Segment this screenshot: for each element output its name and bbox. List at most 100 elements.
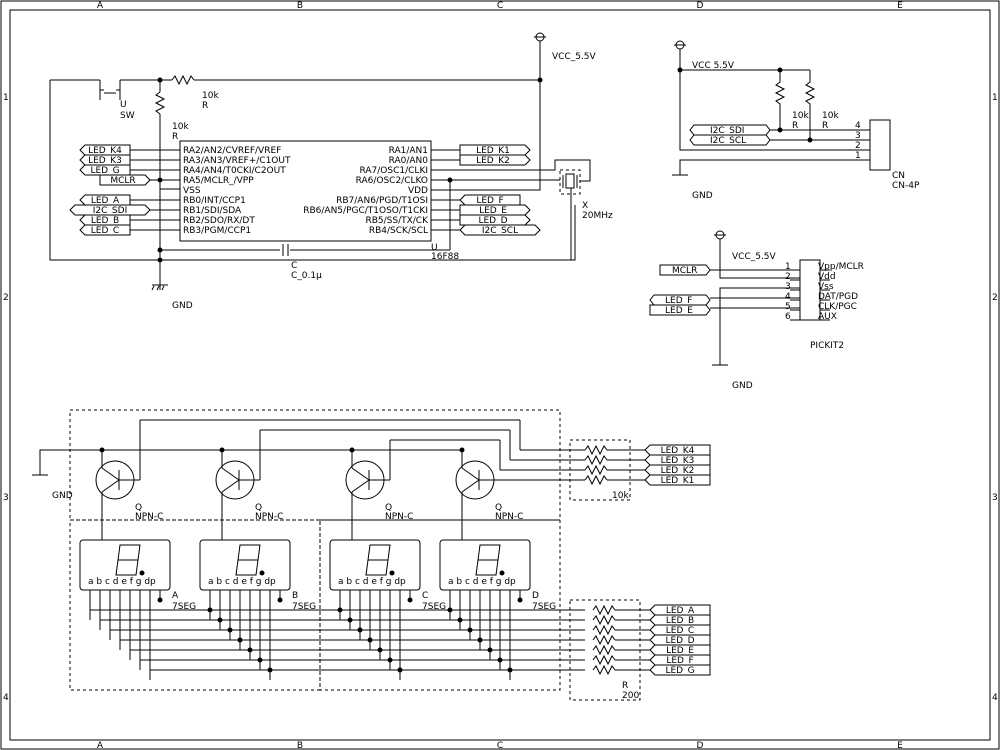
column-label: A bbox=[97, 1, 104, 11]
vcc-symbol: VCC_5.5V bbox=[534, 32, 597, 180]
resistor bbox=[584, 444, 608, 456]
connector-body[interactable] bbox=[869, 119, 891, 171]
net-label-mclr[interactable] bbox=[659, 264, 711, 276]
junction bbox=[389, 570, 395, 576]
net-label-led-a[interactable] bbox=[649, 604, 711, 616]
row-label: 1 bbox=[3, 93, 9, 103]
net-label-led-f[interactable] bbox=[649, 654, 711, 666]
junction bbox=[477, 637, 483, 643]
resistor bbox=[592, 624, 616, 636]
junction bbox=[377, 647, 383, 653]
net-label-led-k2[interactable] bbox=[459, 154, 531, 166]
mcu-section: U SW 10k R 10k R VCC_5.5V RA2/AN2/CVREF/… bbox=[49, 32, 613, 311]
crystal-value: 20MHz bbox=[582, 211, 613, 221]
cap-ref: C bbox=[291, 261, 297, 271]
wire bbox=[719, 239, 800, 279]
display-part: 7SEG bbox=[172, 602, 196, 612]
net-label-i2c-scl[interactable] bbox=[459, 224, 541, 236]
wire bbox=[565, 173, 575, 189]
mcu-pin-label: RA6/OSC2/CLKO bbox=[356, 176, 428, 186]
net-label-led-k3[interactable] bbox=[644, 454, 711, 466]
wire bbox=[79, 539, 171, 591]
resistor-scl-pullup[interactable] bbox=[804, 70, 816, 140]
resistor bbox=[592, 634, 616, 646]
transistor-ref: Q bbox=[495, 503, 502, 513]
net-label-led-b[interactable] bbox=[79, 214, 131, 226]
net-label-led-g[interactable] bbox=[649, 664, 711, 676]
junction bbox=[387, 657, 393, 663]
r-value: 10k bbox=[822, 111, 839, 121]
net-label-led-e[interactable] bbox=[459, 204, 531, 216]
wire bbox=[431, 159, 591, 182]
junction bbox=[277, 597, 283, 603]
net-label-led-b[interactable] bbox=[649, 614, 711, 626]
resistor bbox=[592, 604, 616, 616]
resistor-pullup[interactable] bbox=[154, 91, 166, 115]
pin-name: Vpp/MCLR bbox=[818, 262, 864, 272]
junction bbox=[499, 570, 505, 576]
mcu-pin-label: RA1/AN1 bbox=[389, 146, 428, 156]
wire bbox=[235, 544, 261, 576]
column-label: C bbox=[497, 1, 503, 11]
resistor-series[interactable] bbox=[171, 74, 195, 86]
net-label-led-k3[interactable] bbox=[79, 154, 131, 166]
mcu-ref: U bbox=[431, 243, 438, 253]
wire bbox=[475, 544, 501, 576]
net-label-mclr[interactable] bbox=[99, 174, 151, 186]
net-label-led-k1[interactable] bbox=[459, 144, 531, 156]
net-label-led-k1[interactable] bbox=[644, 474, 711, 486]
resistor-sdi-pullup[interactable] bbox=[774, 70, 786, 130]
mcu-pin-label: RA0/AN0 bbox=[389, 156, 429, 166]
pin-number: 2 bbox=[785, 272, 791, 282]
pickit-header[interactable] bbox=[799, 259, 821, 321]
resistor bbox=[584, 474, 608, 486]
junction bbox=[237, 637, 243, 643]
resistor bbox=[592, 644, 616, 656]
wire bbox=[39, 449, 460, 475]
mcu-body[interactable] bbox=[179, 140, 432, 242]
net-label-led-k4[interactable] bbox=[644, 444, 711, 456]
net-label-led-e[interactable] bbox=[649, 644, 711, 656]
net-label-led-c[interactable] bbox=[79, 224, 131, 236]
net-label-led-k4[interactable] bbox=[79, 144, 131, 156]
r-value: 10k bbox=[792, 111, 809, 121]
crystal[interactable]: X 20MHz bbox=[559, 169, 613, 260]
net-label-led-f[interactable] bbox=[459, 194, 521, 206]
net-text: LED_B bbox=[666, 616, 694, 626]
segment-pin-labels: a b c d e f g dp bbox=[338, 577, 406, 587]
net-label-led-c[interactable] bbox=[649, 624, 711, 636]
junction bbox=[447, 607, 453, 613]
display-ref: D bbox=[532, 591, 539, 601]
pin-number: 3 bbox=[785, 282, 791, 292]
net-label-led-d[interactable] bbox=[459, 214, 531, 226]
display-ref: A bbox=[172, 591, 179, 601]
mcu-left-pins: RA2/AN2/CVREF/VREFLED_K4RA3/AN3/VREF+/C1… bbox=[69, 144, 291, 236]
mcu-pin-label: RA5/MCLR_/VPP bbox=[183, 176, 254, 186]
transistor-ref: Q bbox=[385, 503, 392, 513]
net-text: I2C_SDI bbox=[93, 206, 127, 216]
net-label-led-k2[interactable] bbox=[644, 464, 711, 476]
pickit-ref: PICKIT2 bbox=[810, 341, 844, 351]
mcu-pin-label: RB3/PGM/CCP1 bbox=[183, 226, 251, 236]
r-pullup-ref: R bbox=[172, 132, 178, 142]
label: 1 bbox=[855, 151, 861, 161]
net-label-led-e[interactable] bbox=[649, 304, 711, 316]
label: 4 bbox=[855, 121, 861, 131]
column-label: A bbox=[97, 741, 104, 750]
net-text: LED_K4 bbox=[88, 146, 122, 156]
net-label-led-g[interactable] bbox=[79, 164, 131, 176]
switch[interactable]: U SW bbox=[99, 80, 135, 121]
net-label-led-d[interactable] bbox=[649, 634, 711, 646]
wire bbox=[461, 467, 480, 481]
junction bbox=[497, 657, 503, 663]
gnd-label: GND bbox=[692, 191, 713, 201]
net-label-led-a[interactable] bbox=[79, 194, 131, 206]
